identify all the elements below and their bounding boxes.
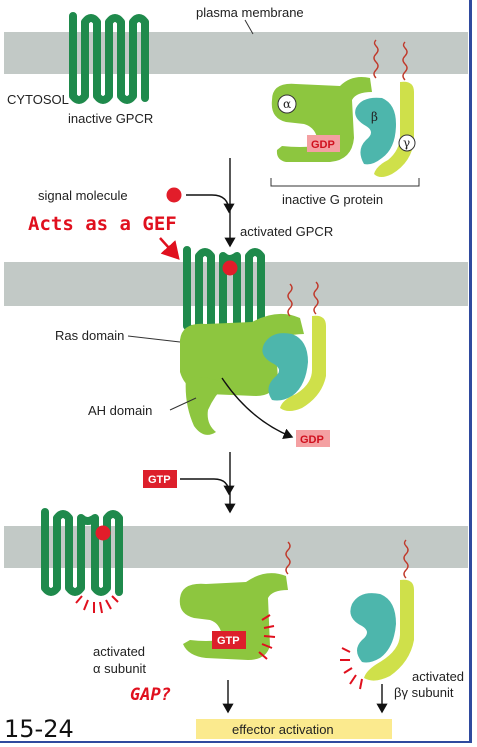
gap-annotation: GAP?: [130, 685, 171, 705]
receptor-active-spikes-icon: [75, 595, 119, 614]
gtp-bound-label: GTP: [217, 635, 240, 647]
membrane-bottom: [4, 526, 468, 568]
gamma-label: γ: [403, 136, 410, 150]
ah-domain-label: AH domain: [88, 403, 152, 418]
activated-bg-label-line1: activated: [412, 669, 464, 684]
inactive-gpcr-label: inactive GPCR: [68, 111, 153, 126]
activated-gpcr-label: activated GPCR: [240, 224, 333, 239]
ras-domain-label: Ras domain: [55, 328, 124, 343]
cytosol-label: CYTOSOL: [7, 92, 69, 107]
receptor-signal-molecule-icon: [95, 525, 111, 541]
gdp-top-label: GDP: [311, 139, 335, 151]
gdp-released-tag: [296, 430, 330, 447]
inactive-g-protein-icon: [271, 39, 416, 177]
receptor-after-activation-icon: [41, 508, 123, 596]
acts-as-gef-annotation: Acts as a GEF: [28, 213, 177, 235]
alpha-active-spikes-icon: [258, 614, 276, 660]
signal-molecule-icon: [166, 187, 182, 203]
alpha-label: α: [283, 97, 291, 111]
figure-number: 15-24: [4, 715, 74, 743]
beta-label: β: [371, 110, 378, 124]
gtp-in-label: GTP: [148, 474, 171, 486]
gdp-tag-top: [307, 135, 340, 152]
signal-molecule-label: signal molecule: [38, 188, 128, 203]
inactive-g-protein-label: inactive G protein: [282, 192, 383, 207]
plasma-membrane-label: plasma membrane: [196, 5, 304, 20]
bound-signal-molecule-icon: [222, 260, 238, 276]
activated-gpcr-icon: [183, 246, 265, 334]
gtp-in-tag: [143, 470, 177, 488]
inactive-gpcr-icon: [69, 12, 149, 104]
beta-gamma-active-spikes-icon: [340, 647, 363, 690]
effector-activation-box: [196, 719, 392, 739]
activated-beta-gamma-icon: [350, 539, 414, 681]
activated-alpha-subunit-icon: [179, 541, 291, 660]
effector-activation-label: effector activation: [232, 722, 334, 737]
activated-alpha-label-line1: activated: [93, 644, 145, 659]
activated-bg-label-line2: βγ subunit: [394, 685, 454, 700]
gtp-bound-tag: [212, 631, 246, 649]
gdp-released-label: GDP: [300, 434, 324, 446]
activated-alpha-label-line2: α subunit: [93, 661, 146, 676]
activated-g-protein-icon: [180, 281, 326, 435]
